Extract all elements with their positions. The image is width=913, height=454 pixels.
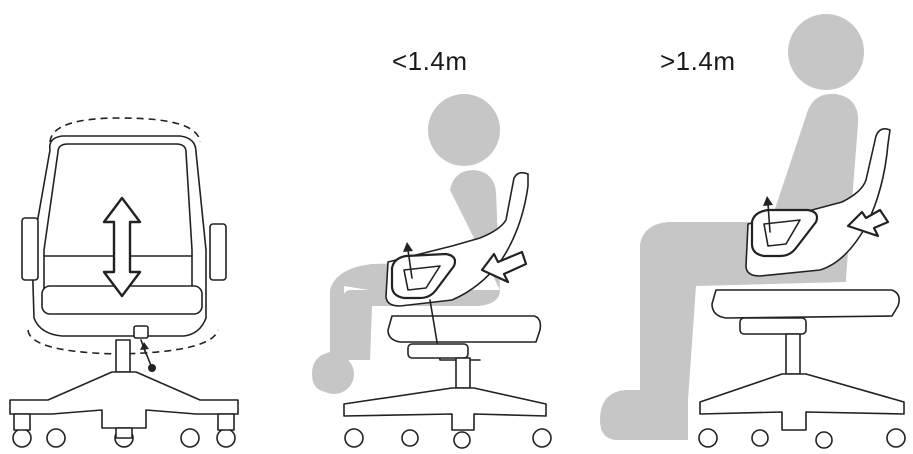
gas-lift	[116, 340, 130, 372]
front-chair	[10, 118, 238, 447]
tall-person-scene	[600, 14, 905, 448]
lever-arrow-shaft	[144, 348, 152, 368]
height-label-under: <1.4m	[392, 46, 468, 77]
gas-lift-tall	[786, 334, 800, 374]
adjust-arrow-icon	[403, 242, 413, 252]
seat-base-small	[408, 344, 468, 358]
star-base-small	[344, 388, 546, 430]
seat-small	[388, 316, 540, 342]
gas-lift-small	[456, 358, 470, 388]
adjust-arrow-icon	[763, 196, 773, 206]
star-base	[10, 372, 238, 428]
small-person-scene	[312, 94, 551, 448]
person-head-small	[428, 94, 500, 166]
casters-tall	[699, 429, 905, 448]
height-lever	[134, 326, 148, 338]
person-head-tall	[788, 14, 864, 90]
person-foot-tall	[600, 390, 688, 440]
seat-tall	[712, 290, 899, 318]
person-foot-small	[314, 354, 354, 394]
left-arm-pad	[22, 218, 38, 280]
height-label-over: >1.4m	[660, 46, 736, 77]
star-base-tall	[700, 374, 904, 430]
seat-base-tall	[740, 318, 806, 334]
casters-small	[345, 429, 551, 448]
right-arm-pad	[210, 224, 226, 280]
